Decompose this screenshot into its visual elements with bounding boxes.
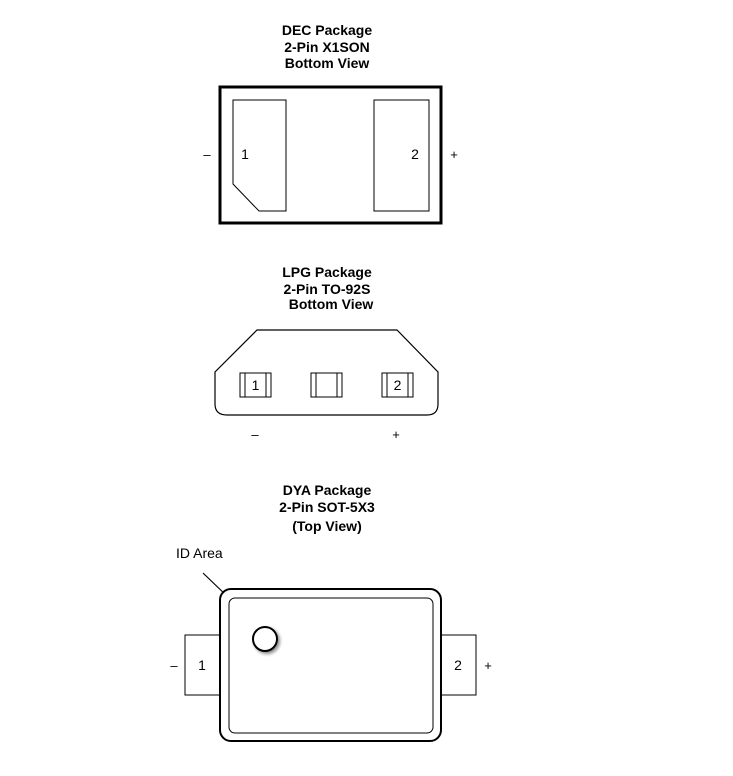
lpg-package: LPG Package 2-Pin TO-92S Bottom View 1 2…	[214, 264, 439, 442]
dya-pin2-label: 2	[454, 657, 462, 673]
dya-package: DYA Package 2-Pin SOT-5X3 (Top View) ID …	[170, 482, 492, 742]
lpg-lead-center	[310, 372, 343, 398]
dec-plus-label: +	[450, 147, 458, 162]
dya-title-line1: DYA Package	[283, 482, 372, 498]
lpg-title-line1: LPG Package	[282, 264, 372, 280]
dec-body-outline	[218, 85, 443, 225]
dya-body-outline	[219, 588, 442, 742]
lpg-pin2-label: 2	[394, 377, 402, 393]
dya-id-area-label: ID Area	[176, 545, 223, 561]
dec-pin2-label: 2	[411, 146, 419, 162]
dya-id-area-circle	[252, 626, 278, 652]
dya-minus-label: –	[170, 658, 178, 673]
lpg-lead-2	[381, 372, 414, 398]
dya-title-line2: 2-Pin SOT-5X3	[279, 499, 375, 515]
dec-pad-2	[373, 99, 430, 212]
dec-package: DEC Package 2-Pin X1SON Bottom View 1 2 …	[203, 22, 458, 225]
lpg-title-line2: 2-Pin TO-92S	[284, 281, 371, 297]
dya-pin1-label: 1	[198, 657, 206, 673]
lpg-plus-label: +	[392, 427, 400, 442]
dec-title-line2: 2-Pin X1SON	[284, 39, 370, 55]
dya-body-inner-outline	[228, 597, 434, 734]
dya-plus-label: +	[484, 658, 492, 673]
dec-minus-label: –	[203, 147, 211, 162]
dya-title-line3: (Top View)	[292, 518, 361, 534]
lpg-body-outline	[214, 329, 439, 416]
dec-pad-1	[232, 99, 287, 212]
dec-title-line1: DEC Package	[282, 22, 372, 38]
dec-title-line3: Bottom View	[285, 55, 370, 71]
dec-pin1-label: 1	[241, 146, 249, 162]
lpg-lead-1	[239, 372, 272, 398]
lpg-title-line3: Bottom View	[289, 296, 374, 312]
lpg-pin1-label: 1	[252, 377, 260, 393]
lpg-minus-label: –	[251, 427, 259, 442]
